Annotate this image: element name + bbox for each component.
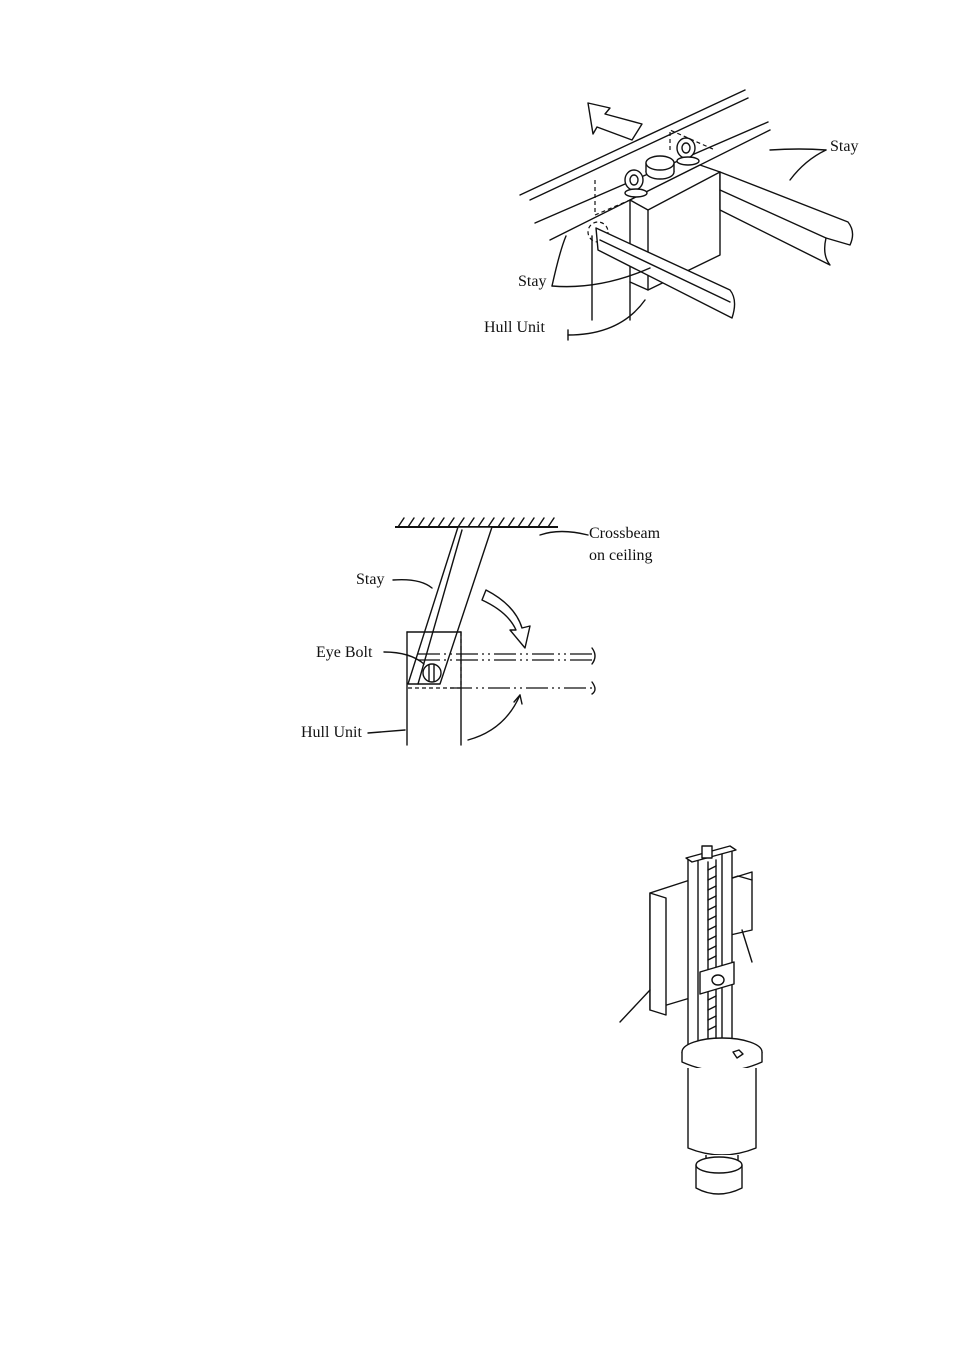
upper-beam bbox=[519, 89, 746, 196]
leader-motor-left bbox=[619, 989, 651, 1023]
eye-bolt-right-icon bbox=[676, 137, 700, 166]
leader-eye-bolt bbox=[383, 651, 425, 665]
leader-hull-unit bbox=[567, 299, 646, 336]
leader-crossbeam bbox=[539, 530, 589, 536]
leader-stay-right bbox=[769, 148, 827, 151]
frame-column-right bbox=[721, 847, 733, 1045]
label-crossbeam-line1: Crossbeam bbox=[589, 525, 661, 542]
direction-arrow-icon bbox=[587, 102, 643, 141]
figure-3-hoist bbox=[619, 845, 763, 1195]
swing-arc bbox=[467, 694, 521, 741]
center-cap-icon bbox=[645, 155, 675, 180]
crossbeam-hatch bbox=[397, 517, 555, 528]
transducer-cylinder bbox=[687, 1068, 757, 1156]
stay-right-bar bbox=[719, 171, 854, 266]
leader-hull-unit-side bbox=[367, 729, 406, 734]
stay-left-bar bbox=[595, 227, 736, 319]
eye-bolt-side-icon bbox=[422, 663, 442, 683]
label-hull-unit-2: Hull Unit bbox=[301, 724, 362, 741]
label-stay-2: Stay bbox=[356, 571, 385, 588]
label-stay-left: Stay bbox=[518, 273, 547, 290]
eye-bolt-left-icon bbox=[624, 169, 648, 198]
label-stay-right: Stay bbox=[830, 138, 859, 155]
label-eye-bolt: Eye Bolt bbox=[316, 644, 373, 661]
frame-column-left bbox=[687, 855, 699, 1053]
leader-stay-side bbox=[392, 578, 433, 589]
label-crossbeam-line2: on ceiling bbox=[589, 547, 653, 564]
rotation-arrow-icon bbox=[481, 589, 531, 649]
label-hull-unit-1: Hull Unit bbox=[484, 319, 545, 336]
leader-motor-right bbox=[741, 929, 753, 963]
leader-stay-left bbox=[551, 235, 567, 287]
